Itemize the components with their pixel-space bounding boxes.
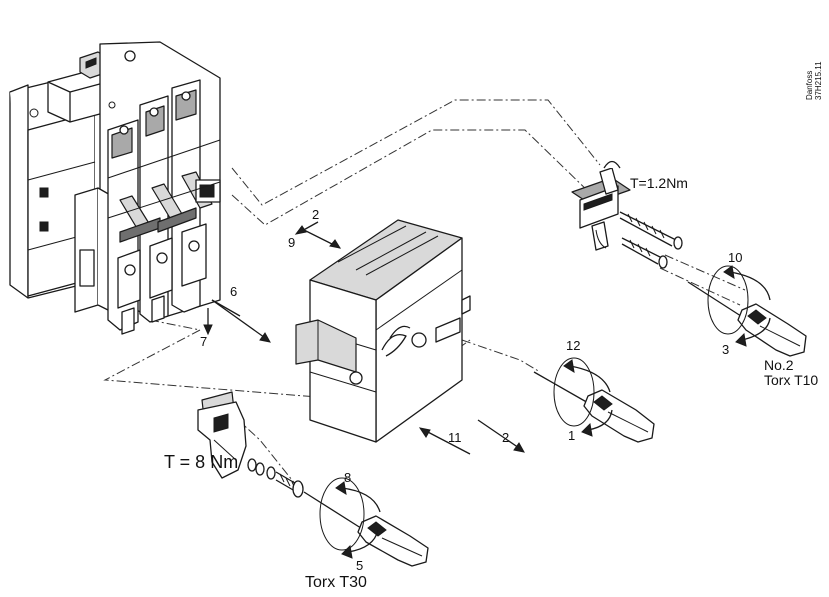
step-11-label: 11 — [448, 430, 462, 445]
step-7-label: 7 — [200, 334, 207, 349]
terminal-clip-and-screw — [197, 391, 304, 498]
step-9-label: 9 — [288, 235, 295, 250]
arrow-6-icon — [211, 299, 269, 341]
step-5-label: 5 — [356, 558, 363, 573]
rotate-arrow-5-icon — [347, 529, 379, 553]
arrow-11-icon — [423, 429, 471, 455]
diagram-labels: 2 9 6 7 2 11 12 1 10 3 8 5 T=1.2Nm T = 8… — [164, 61, 823, 591]
screwdriver-middle — [533, 357, 655, 443]
terminal-clamp-assembly — [571, 160, 683, 269]
step-2-top-label: 2 — [312, 207, 319, 222]
drawing-code-line2: 37H215.11 — [814, 61, 823, 100]
arrow-2-bottom-icon — [477, 419, 523, 451]
step-1-label: 1 — [568, 428, 575, 443]
rotate-arrow-1-icon — [587, 409, 613, 431]
direction-arrows — [203, 221, 525, 455]
rotate-arrow-10-icon — [729, 271, 771, 301]
step-6-label: 6 — [230, 284, 237, 299]
screwdriver-torx-t10 — [687, 265, 807, 357]
step-8-label: 8 — [344, 470, 351, 485]
torque-small-label: T=1.2Nm — [630, 175, 688, 191]
step-10-label: 10 — [728, 250, 742, 265]
rotation-arrows — [335, 265, 771, 559]
rotate-arrow-3-icon — [741, 317, 771, 341]
step-12-label: 12 — [566, 338, 580, 353]
tool-small-line2: Torx T10 — [764, 372, 818, 388]
step-2-bottom-label: 2 — [502, 430, 509, 445]
tool-small-line1: No.2 — [764, 357, 794, 373]
rotate-arrow-12-icon — [569, 365, 611, 393]
drawing-code-line1: Danfoss — [805, 71, 814, 100]
torque-large-label: T = 8 Nm — [164, 452, 238, 472]
step-3-label: 3 — [722, 342, 729, 357]
tool-large-label: Torx T30 — [305, 574, 367, 591]
rotate-arrow-8-icon — [341, 487, 381, 513]
screwdriver-torx-t30 — [303, 477, 429, 567]
main-housing — [295, 219, 471, 443]
contactor-base-assembly — [9, 41, 221, 335]
logo-icon — [381, 325, 411, 357]
